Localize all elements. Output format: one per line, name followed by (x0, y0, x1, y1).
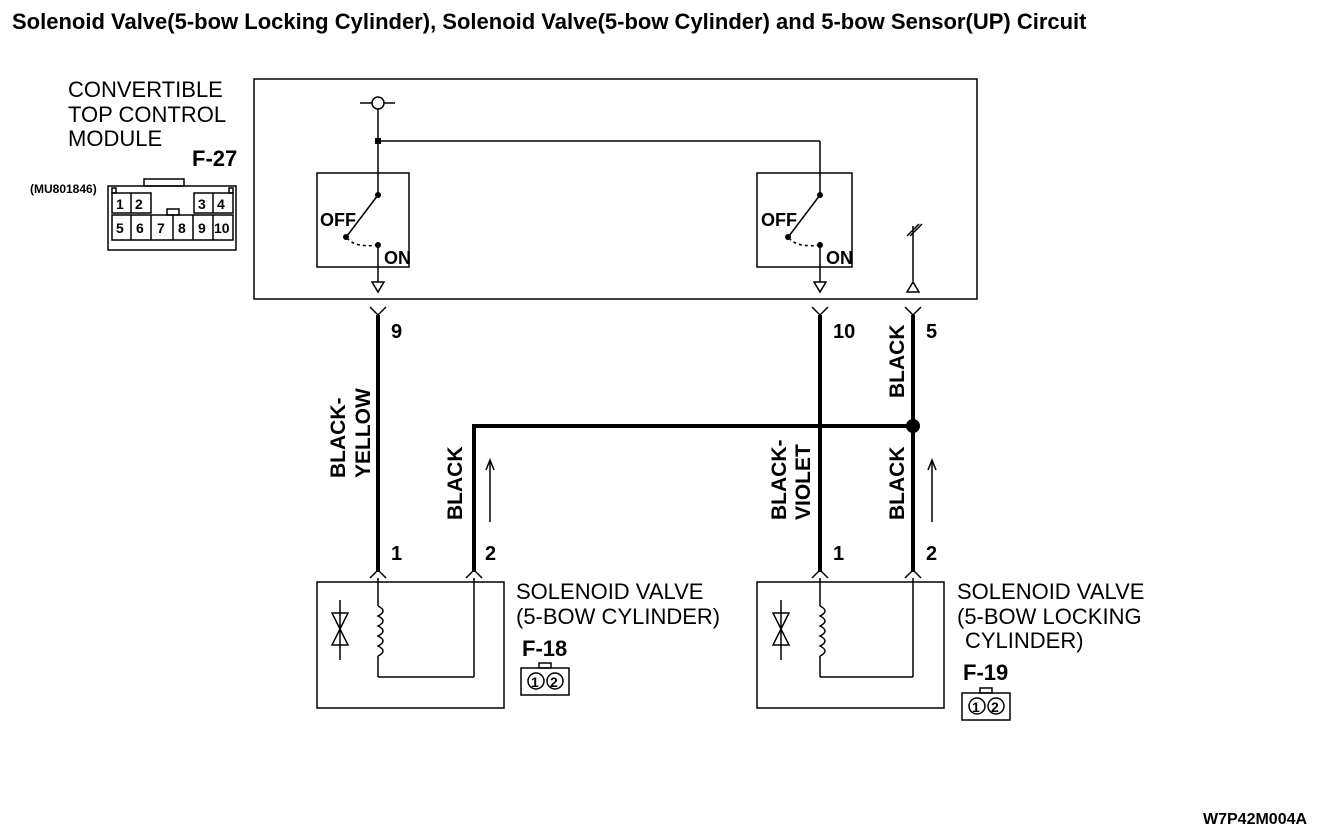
wire-color-black-left: BLACK (444, 447, 467, 521)
wire-color-black-violet-line2: VIOLET (792, 444, 815, 520)
current-flow-arrow-icon (485, 457, 937, 522)
solenoid-valve-right (756, 578, 945, 709)
right-valve-pin1-label: 1 (833, 543, 844, 565)
harness-wires (376, 315, 915, 572)
pin-label: 1 (972, 699, 980, 715)
pin-label: 8 (178, 220, 186, 236)
left-valve-name-line2: (5-BOW CYLINDER) (516, 604, 720, 629)
wire-color-black-right-upper: BLACK (886, 325, 909, 399)
switch-left-off-label: OFF (320, 210, 356, 230)
pin-label: 7 (157, 220, 165, 236)
right-valve-connector-icon (961, 687, 1011, 721)
figure-code: W7P42M004A (1203, 811, 1307, 828)
module-connector-id: F-27 (192, 146, 237, 171)
pin-label: 2 (991, 699, 999, 715)
right-valve-name-line3: CYLINDER) (965, 628, 1084, 653)
junction-dot (375, 138, 381, 144)
module-name-line1: CONVERTIBLE (68, 77, 223, 102)
right-valve-name-line2: (5-BOW LOCKING (957, 604, 1142, 629)
splice-junction (906, 419, 920, 433)
wire-color-black-right-lower: BLACK (886, 447, 909, 521)
terminal-10-label: 10 (833, 321, 855, 343)
module-terminal-markers (369, 306, 922, 317)
switch-left-on-label: ON (384, 248, 411, 268)
module-name-line2: TOP CONTROL (68, 102, 226, 127)
module-part-number: (MU801846) (30, 182, 97, 196)
right-valve-pin2-label: 2 (926, 543, 937, 565)
pin-label: 6 (136, 220, 144, 236)
wire-color-black-yellow-line2: YELLOW (352, 388, 375, 478)
pin-label: 10 (214, 220, 230, 236)
valve-terminal-markers (369, 568, 922, 579)
pin-label: 1 (531, 674, 539, 690)
left-valve-pin1-label: 1 (391, 543, 402, 565)
sensor-input-icon (905, 223, 923, 293)
relay-switch-right (756, 172, 853, 294)
pin-label: 4 (217, 196, 225, 212)
left-valve-connector-icon (520, 662, 570, 696)
right-valve-name-line1: SOLENOID VALVE (957, 579, 1144, 604)
module-connector-pins: 1 2 3 4 5 6 7 8 9 10 (116, 196, 230, 236)
pin-label: 2 (550, 674, 558, 690)
left-valve-connector-id: F-18 (522, 636, 567, 661)
pin-label: 5 (116, 220, 124, 236)
module-connector-icon (107, 178, 237, 251)
pin-label: 9 (198, 220, 206, 236)
wire-color-black-violet-line1: BLACK- (768, 440, 791, 520)
pin-label: 3 (198, 196, 206, 212)
relay-switch-left (316, 172, 410, 294)
diagram-title: Solenoid Valve(5-bow Locking Cylinder), … (12, 9, 1087, 34)
module-name-line3: MODULE (68, 126, 162, 151)
left-valve-name-line1: SOLENOID VALVE (516, 579, 703, 604)
switch-right-off-label: OFF (761, 210, 797, 230)
switch-right-on-label: ON (826, 248, 853, 268)
left-valve-pin2-label: 2 (485, 543, 496, 565)
solenoid-valve-left (316, 578, 505, 709)
pin-label: 2 (135, 196, 143, 212)
module-box (253, 78, 978, 300)
terminal-9-label: 9 (391, 321, 402, 343)
right-valve-connector-id: F-19 (963, 660, 1008, 685)
wire-color-black-yellow-line1: BLACK- (327, 398, 350, 478)
terminal-5-label: 5 (926, 321, 937, 343)
power-supply-icon (360, 96, 821, 195)
pin-label: 1 (116, 196, 124, 212)
